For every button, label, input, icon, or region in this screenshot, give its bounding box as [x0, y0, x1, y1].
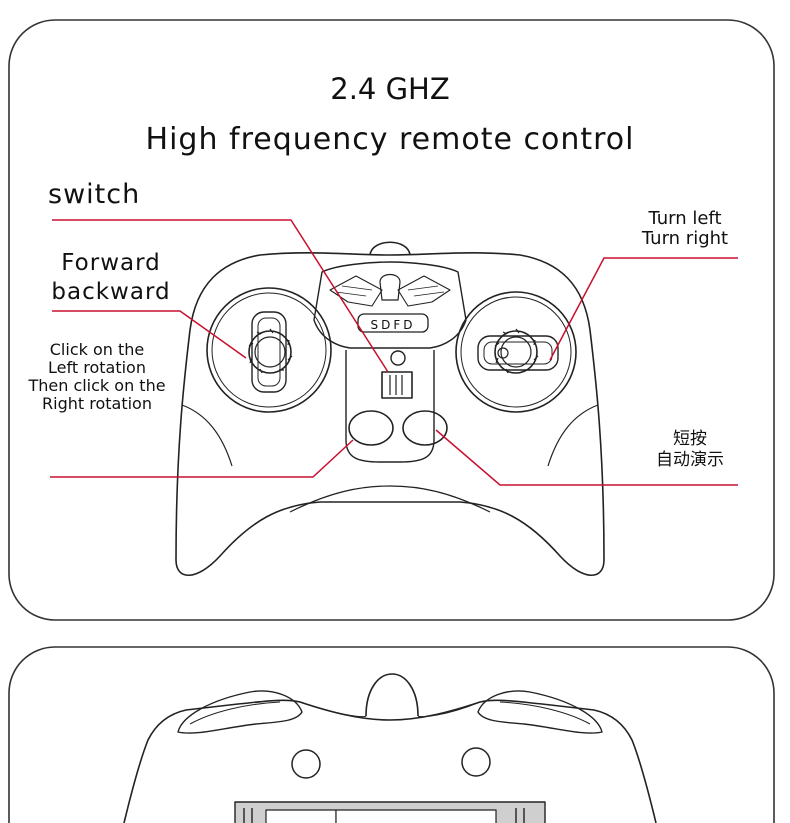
left-stick-well: [206, 287, 332, 413]
frequency-title: 2.4 GHZ: [330, 72, 449, 106]
controller-top-view: [123, 673, 657, 823]
label-click-2: Left rotation: [48, 358, 146, 377]
callout-left-button: [50, 439, 354, 478]
label-demo-1: 短按: [673, 429, 707, 449]
controller-body: [175, 251, 605, 576]
callout-turn: [549, 257, 738, 361]
label-turn-left: Turn left: [647, 208, 721, 229]
logo-text: SDFD: [371, 318, 416, 332]
left-stick-knob: [248, 330, 292, 374]
label-click-3: Then click on the: [27, 376, 165, 395]
callout-lines: [50, 219, 738, 486]
label-backward: backward: [51, 279, 170, 305]
subtitle-title: High frequency remote control: [146, 122, 635, 157]
controller-front: [175, 241, 605, 576]
antenna: [365, 673, 419, 717]
label-click-1: Click on the: [50, 340, 144, 359]
callout-switch: [52, 219, 389, 373]
callout-forward: [52, 310, 247, 359]
left-front-button: [348, 410, 394, 446]
label-switch: switch: [48, 179, 140, 210]
logo-plate: [357, 313, 429, 333]
label-demo-2: 自动演示: [656, 450, 724, 470]
right-hole: [461, 747, 491, 777]
power-led: [390, 350, 406, 366]
right-bumper: [477, 690, 603, 734]
right-stick-well: [455, 291, 577, 413]
bottom-panel-frame: [8, 646, 775, 823]
top-badge-panel: [313, 261, 467, 349]
label-click-4: Right rotation: [42, 394, 152, 413]
label-forward: Forward: [61, 250, 161, 276]
callout-demo: [435, 429, 738, 486]
right-front-button: [402, 410, 448, 446]
left-hole: [291, 749, 321, 779]
top-panel-frame: [8, 19, 775, 621]
label-turn-right: Turn right: [641, 228, 728, 249]
left-bumper: [177, 690, 303, 734]
power-switch: [381, 371, 413, 399]
right-stick-knob: [494, 330, 538, 374]
